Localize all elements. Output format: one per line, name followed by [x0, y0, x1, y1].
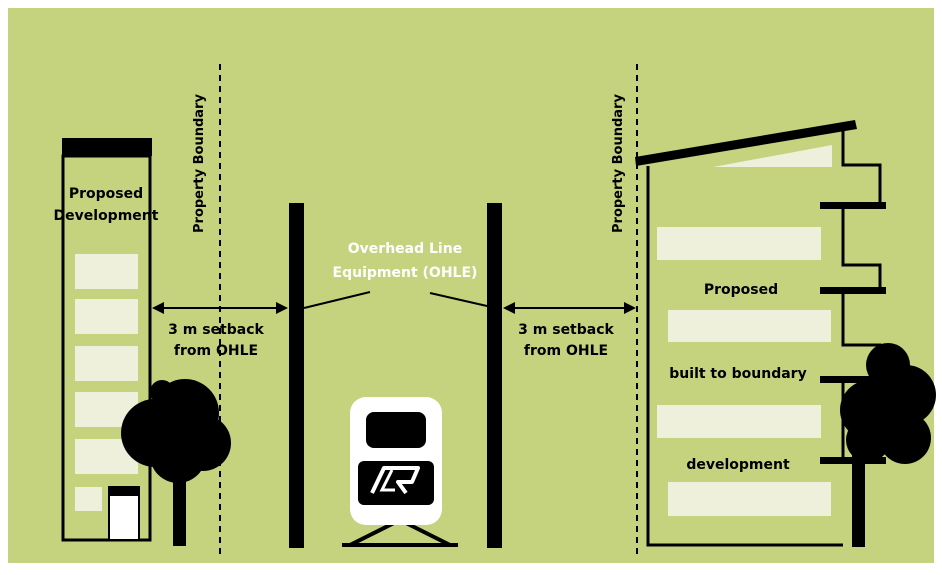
left-building-window — [75, 346, 138, 381]
right-building-balcony — [820, 287, 886, 294]
left-setback-label-line-1: 3 m setback — [168, 322, 264, 338]
right-building-label-2: built to boundary — [669, 366, 806, 382]
left-building: Proposed Development — [54, 138, 159, 542]
left-building-window — [75, 487, 102, 511]
train-front-icon — [342, 397, 458, 547]
tree-icon — [121, 379, 231, 546]
tree-icon — [840, 343, 936, 547]
right-building-skylight — [713, 145, 832, 167]
right-setback-arrow — [503, 302, 636, 314]
ohle-pointer-left — [303, 291, 371, 309]
ohle-pointer-right — [429, 292, 488, 307]
right-building-window — [668, 310, 831, 342]
train-windscreen — [366, 412, 426, 448]
left-building-label-line-2: Development — [54, 208, 159, 224]
right-ohle-pole — [487, 203, 502, 548]
right-building: Proposed built to boundary development — [635, 120, 886, 547]
left-building-label-line-1: Proposed — [69, 186, 143, 202]
ohle-label-line-1: Overhead Line — [348, 241, 462, 257]
left-ohle-pole — [289, 203, 304, 548]
left-property-boundary-label: Property Boundary — [192, 94, 207, 233]
left-building-roof — [62, 138, 152, 156]
right-property-boundary-label: Property Boundary — [611, 94, 626, 233]
left-setback-label-line-2: from OHLE — [174, 343, 258, 359]
right-building-window — [657, 405, 821, 438]
right-building-window — [657, 227, 821, 260]
right-setback-label-line-1: 3 m setback — [518, 322, 614, 338]
right-building-label-3: development — [686, 457, 790, 473]
left-building-window — [75, 254, 138, 289]
left-setback-arrow — [152, 302, 288, 314]
right-building-balcony — [820, 376, 886, 383]
right-building-label-1: Proposed — [704, 282, 778, 298]
background-panel — [8, 8, 934, 563]
left-building-outline — [61, 154, 152, 542]
ohle-label-line-2: Equipment (OHLE) — [333, 265, 478, 281]
right-building-outline — [646, 166, 843, 547]
right-building-balcony — [820, 202, 886, 209]
right-setback-label-line-2: from OHLE — [524, 343, 608, 359]
right-building-window — [668, 482, 831, 516]
left-building-window — [75, 299, 138, 334]
left-building-door-lintel — [109, 487, 139, 496]
right-building-roof — [635, 120, 857, 166]
